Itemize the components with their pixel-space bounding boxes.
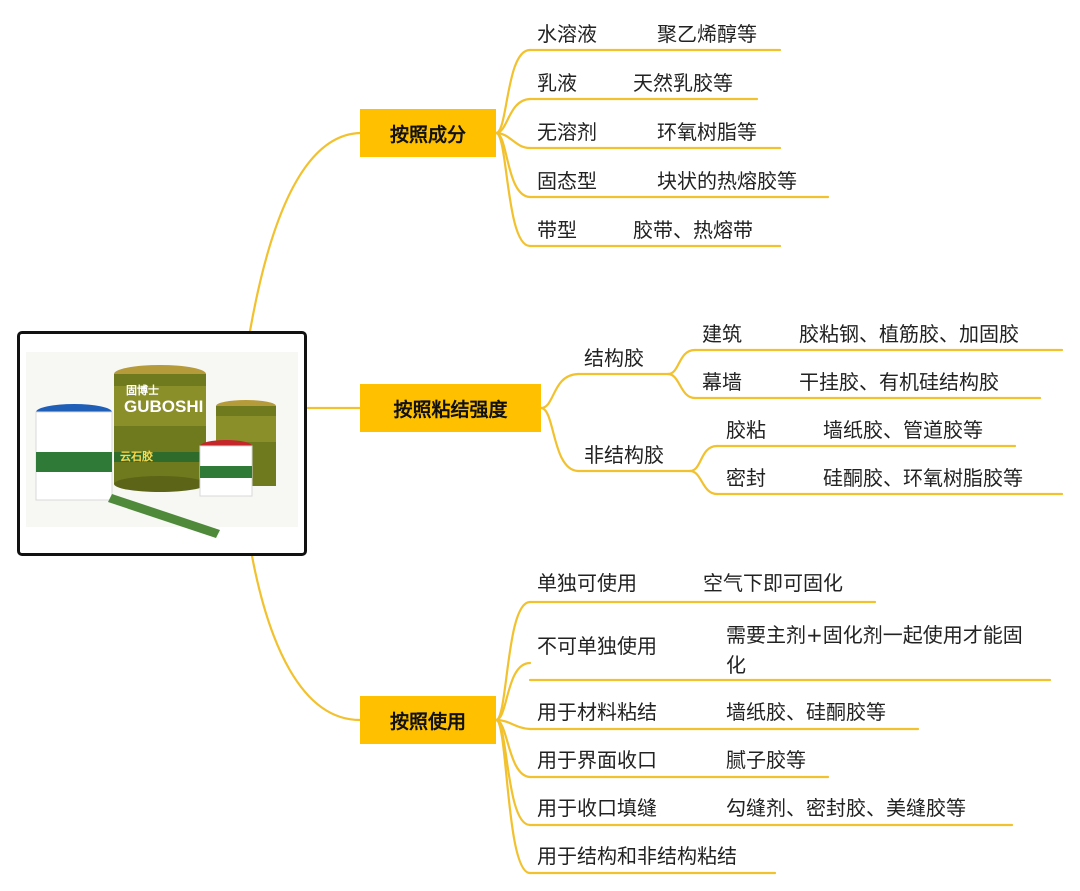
strength-item-label: 幕墙 xyxy=(702,370,742,394)
product-image: GUBOSHI 固博士 云石胶 xyxy=(17,331,307,556)
usage-item-desc: 腻子胶等 xyxy=(726,748,806,772)
strength-item-desc: 胶粘钢、植筋胶、加固胶 xyxy=(799,322,1019,346)
composition-item-label: 固态型 xyxy=(537,169,597,193)
strength-item-desc: 墙纸胶、管道胶等 xyxy=(823,418,983,442)
usage-item-label: 用于界面收口 xyxy=(537,748,657,772)
composition-item-label: 无溶剂 xyxy=(537,120,597,144)
composition-item-label: 水溶液 xyxy=(537,22,597,46)
strength-item-desc: 干挂胶、有机硅结构胶 xyxy=(799,370,999,394)
usage-item-label: 用于收口填缝 xyxy=(537,796,657,820)
composition-item-label: 带型 xyxy=(537,218,577,242)
composition-item-desc: 胶带、热熔带 xyxy=(633,218,753,242)
strength-item-label: 密封 xyxy=(726,466,766,490)
composition-item-desc: 块状的热熔胶等 xyxy=(657,169,797,193)
usage-item-label: 不可单独使用 xyxy=(537,634,657,658)
usage-item-desc: 空气下即可固化 xyxy=(703,571,843,595)
composition-item-desc: 环氧树脂等 xyxy=(657,120,757,144)
usage-item-desc: 勾缝剂、密封胶、美缝胶等 xyxy=(726,796,966,820)
brand-en-label: GUBOSHI xyxy=(124,397,203,416)
usage-item-desc: 需要主剂+固化剂一起使用才能固化 xyxy=(726,623,1023,677)
product-label: 云石胶 xyxy=(120,449,153,463)
composition-item-desc: 聚乙烯醇等 xyxy=(657,22,757,46)
strength-item-label: 胶粘 xyxy=(726,418,766,442)
strength-group-label: 结构胶 xyxy=(584,346,644,370)
composition-item-label: 乳液 xyxy=(537,71,577,95)
branch-title-composition: 按照成分 xyxy=(360,109,496,157)
usage-item-label: 用于材料粘结 xyxy=(537,700,657,724)
brand-cn-label: 固博士 xyxy=(126,383,159,397)
usage-item-label: 用于结构和非结构粘结 xyxy=(537,844,737,868)
strength-item-label: 建筑 xyxy=(702,322,742,346)
branch-title-strength: 按照粘结强度 xyxy=(360,384,541,432)
strength-item-desc: 硅酮胶、环氧树脂胶等 xyxy=(823,466,1023,490)
usage-item-desc: 墙纸胶、硅酮胶等 xyxy=(726,700,886,724)
usage-item-label: 单独可使用 xyxy=(537,571,637,595)
strength-group-label: 非结构胶 xyxy=(584,443,664,467)
adhesive-buckets-icon: GUBOSHI 固博士 云石胶 xyxy=(26,352,298,538)
composition-item-desc: 天然乳胶等 xyxy=(633,71,733,95)
branch-title-usage: 按照使用 xyxy=(360,696,496,744)
